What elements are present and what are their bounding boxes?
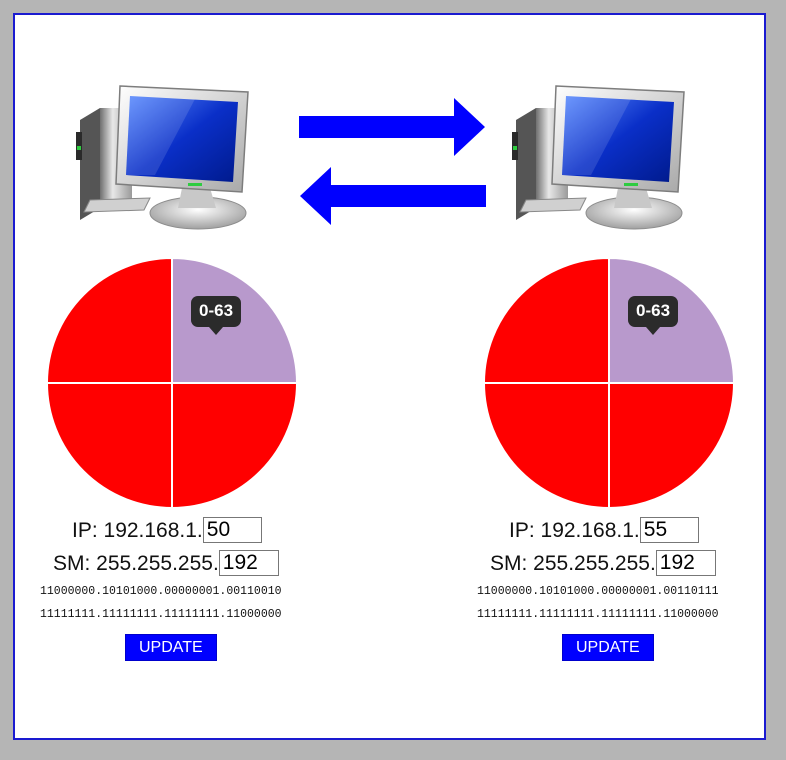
sm-label: SM: 255.255.255.: [53, 552, 219, 575]
sm-label: SM: 255.255.255.: [490, 552, 656, 575]
desktop-computer-icon: [512, 85, 685, 230]
ip-label: IP: 192.168.1.: [509, 519, 640, 542]
sm-binary: 11111111.11111111.11111111.11000000: [477, 608, 719, 621]
update-button[interactable]: UPDATE: [562, 634, 654, 661]
subnet-slice[interactable]: [608, 382, 734, 508]
ip-label: IP: 192.168.1.: [72, 519, 203, 542]
ip-row: IP: 192.168.1.: [72, 516, 262, 545]
subnet-pie-chart: [484, 258, 734, 508]
arrow-left-icon: [300, 167, 486, 225]
subnet-slice[interactable]: [484, 382, 610, 508]
sm-row: SM: 255.255.255.: [490, 549, 716, 578]
sm-row: SM: 255.255.255.: [53, 549, 279, 578]
slice-tooltip: 0-63: [191, 296, 242, 335]
subnet-slice[interactable]: [47, 258, 173, 384]
subnet-slice[interactable]: [171, 382, 297, 508]
update-button[interactable]: UPDATE: [125, 634, 217, 661]
ip-last-octet-input[interactable]: [639, 516, 699, 543]
sm-last-octet-input[interactable]: [655, 549, 716, 576]
sm-binary: 11111111.11111111.11111111.11000000: [40, 608, 282, 621]
subnet-pie-chart: [47, 258, 297, 508]
slice-tooltip: 0-63: [628, 296, 679, 335]
sm-last-octet-input[interactable]: [218, 549, 279, 576]
desktop-computer-icon: [76, 85, 249, 230]
ip-binary: 11000000.10101000.00000001.00110010: [40, 585, 282, 598]
subnet-slice[interactable]: [47, 382, 173, 508]
arrow-right-icon: [299, 98, 485, 156]
ip-binary: 11000000.10101000.00000001.00110111: [477, 585, 719, 598]
ip-last-octet-input[interactable]: [202, 516, 262, 543]
ip-row: IP: 192.168.1.: [509, 516, 699, 545]
subnet-slice[interactable]: [484, 258, 610, 384]
